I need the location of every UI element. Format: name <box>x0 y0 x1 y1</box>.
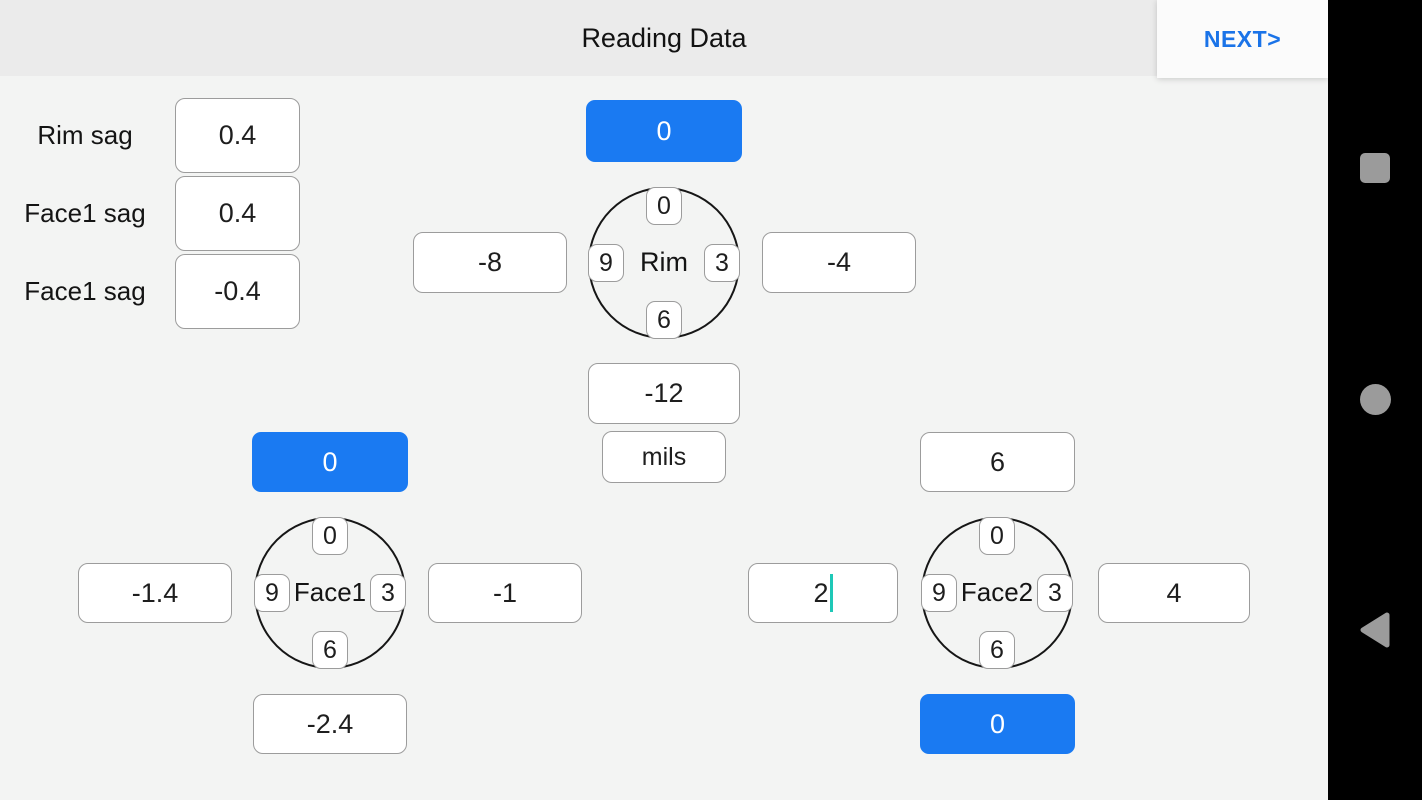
rim-pos-0: 0 <box>646 187 682 225</box>
text-cursor <box>829 574 833 612</box>
face1-dial-circle: 0 9 3 6 Face1 <box>254 517 406 669</box>
face1-sag-input[interactable]: 0.4 <box>175 176 300 251</box>
face1-sag-label-2: Face1 sag <box>24 276 146 306</box>
face2-pos-6: 6 <box>979 631 1015 669</box>
face1-3oclock-input[interactable]: -1 <box>428 563 582 623</box>
face2-pos-3: 3 <box>1037 574 1073 612</box>
recents-icon[interactable] <box>1360 153 1390 183</box>
face1-pos-3: 3 <box>370 574 406 612</box>
face1-dial-name: Face1 <box>293 576 367 607</box>
back-triangle-glyph <box>1360 612 1390 648</box>
face2-dial-circle: 0 9 3 6 Face2 <box>921 517 1073 669</box>
face1-pos-9: 9 <box>254 574 290 612</box>
home-icon[interactable] <box>1360 384 1391 415</box>
rim-pos-6: 6 <box>646 301 682 339</box>
back-icon[interactable] <box>1356 609 1394 651</box>
face2-pos-9: 9 <box>921 574 957 612</box>
face2-dial-name: Face2 <box>960 576 1034 607</box>
face1-pos-0: 0 <box>312 517 348 555</box>
face1-pos-6: 6 <box>312 631 348 669</box>
face1-9oclock-input[interactable]: -1.4 <box>78 563 232 623</box>
face1-sag-input-2[interactable]: -0.4 <box>175 254 300 329</box>
face1-zero-button[interactable]: 0 <box>252 432 408 492</box>
face2-0oclock-input[interactable]: 6 <box>920 432 1075 492</box>
face1-6oclock-input[interactable]: -2.4 <box>253 694 407 754</box>
rim-pos-3: 3 <box>704 244 740 282</box>
face2-9oclock-input[interactable]: 2 <box>748 563 898 623</box>
units-button[interactable]: mils <box>602 431 726 483</box>
next-button[interactable]: NEXT> <box>1157 0 1328 78</box>
face1-sag-label: Face1 sag <box>24 198 146 228</box>
page-title: Reading Data <box>581 22 747 53</box>
face2-3oclock-input[interactable]: 4 <box>1098 563 1250 623</box>
rim-6oclock-input[interactable]: -12 <box>588 363 740 424</box>
rim-sag-label: Rim sag <box>37 120 133 150</box>
rim-zero-button[interactable]: 0 <box>586 100 742 162</box>
rim-sag-input[interactable]: 0.4 <box>175 98 300 173</box>
face2-zero-button[interactable]: 0 <box>920 694 1075 754</box>
rim-9oclock-input[interactable]: -8 <box>413 232 567 293</box>
face2-pos-0: 0 <box>979 517 1015 555</box>
rim-3oclock-input[interactable]: -4 <box>762 232 916 293</box>
rim-dial-name: Rim <box>640 246 688 277</box>
next-button-label: NEXT> <box>1203 25 1282 52</box>
rim-pos-9: 9 <box>588 244 624 282</box>
face2-9oclock-value: 2 <box>813 577 829 608</box>
rim-dial-circle: 0 9 3 6 Rim <box>588 187 740 339</box>
header-bar <box>0 0 1328 76</box>
